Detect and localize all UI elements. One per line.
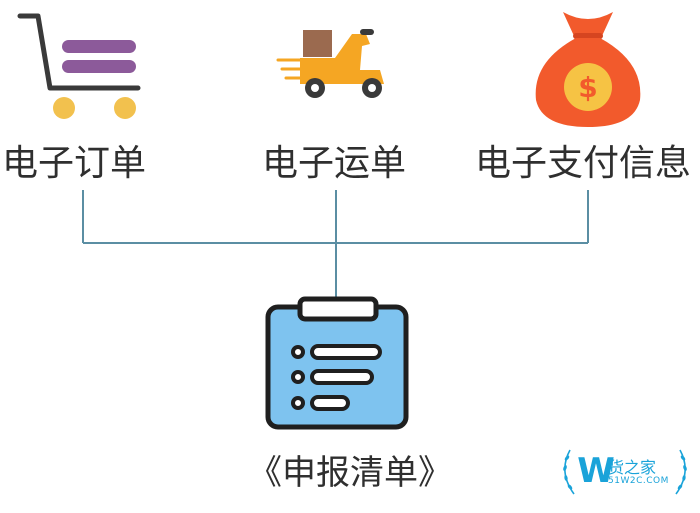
laurel-logo-icon: W — [563, 449, 687, 495]
money-bag-icon: $ — [535, 12, 641, 127]
connector-lines — [82, 190, 589, 300]
watermark-logo-letter: W — [577, 451, 615, 491]
watermark-site: 51W2C.COM — [608, 476, 669, 486]
clipboard-icon — [265, 296, 409, 430]
delivery-scooter-icon — [276, 29, 384, 98]
shopping-cart-icon — [17, 13, 141, 119]
node-label-payment: 电子支付信息 — [475, 143, 692, 184]
watermark: W 货之家 51W2C.COM — [560, 440, 690, 502]
node-label-waybill: 电子运单 — [262, 143, 407, 184]
node-label-declaration: 《申报清单》 — [248, 453, 452, 493]
node-label-order: 电子订单 — [2, 143, 147, 184]
watermark-name: 货之家 — [608, 458, 657, 477]
dollar-icon: $ — [578, 71, 597, 104]
